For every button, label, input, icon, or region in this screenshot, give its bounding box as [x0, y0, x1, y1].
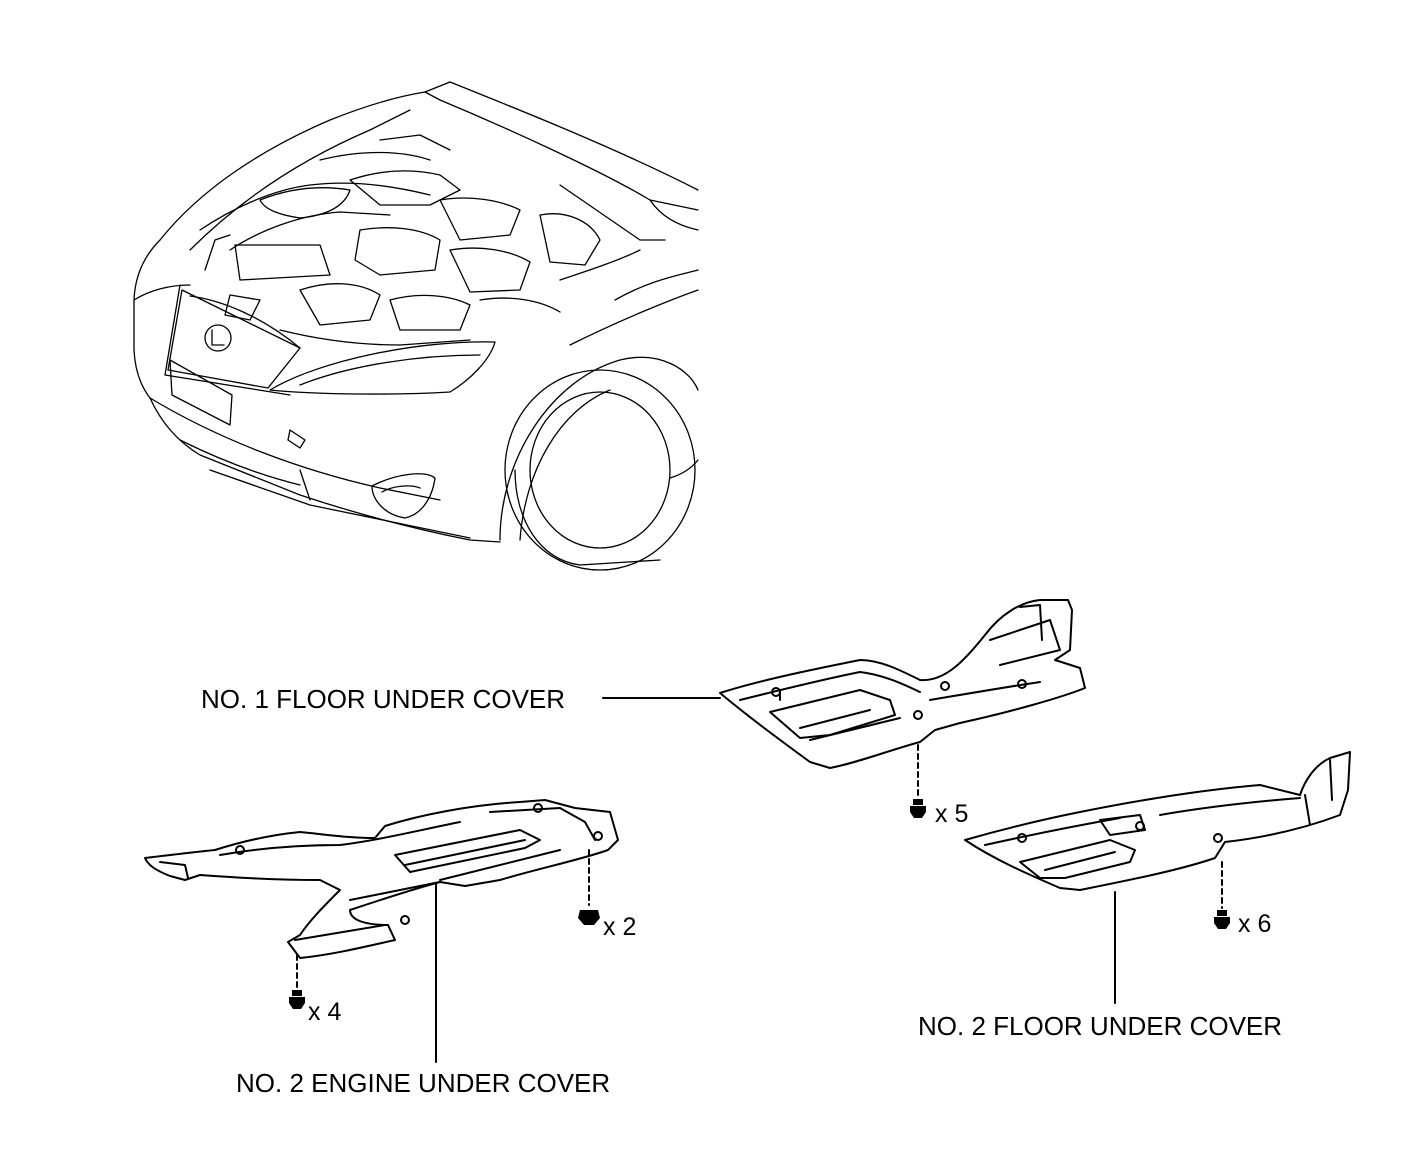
no1-floor-bolt-quantity: x 5 — [935, 800, 969, 828]
engine-bolt-icon — [289, 990, 305, 1009]
no2-floor-leader — [1114, 861, 1223, 1004]
no1-floor-under-cover-label: NO. 1 FLOOR UNDER COVER — [201, 684, 566, 714]
car-front-illustration — [133, 81, 699, 571]
no2-floor-under-cover-label: NO. 2 FLOOR UNDER COVER — [918, 1011, 1283, 1041]
no2-engine-under-cover-label: NO. 2 ENGINE UNDER COVER — [236, 1068, 611, 1098]
no2-engine-under-cover-part — [144, 799, 619, 959]
engine-bolt-quantity: x 4 — [308, 998, 342, 1026]
engine-nut-icon — [578, 910, 600, 925]
no2-floor-under-cover-part — [964, 751, 1351, 891]
no2-floor-bolt-quantity: x 6 — [1238, 910, 1272, 938]
no1-floor-bolt-icon — [910, 799, 926, 818]
no1-floor-under-cover-part — [719, 599, 1086, 769]
no2-floor-bolt-icon — [1214, 910, 1230, 929]
no1-floor-leader — [602, 697, 919, 799]
no2-engine-leader — [296, 849, 590, 1063]
engine-nut-quantity: x 2 — [603, 913, 637, 941]
